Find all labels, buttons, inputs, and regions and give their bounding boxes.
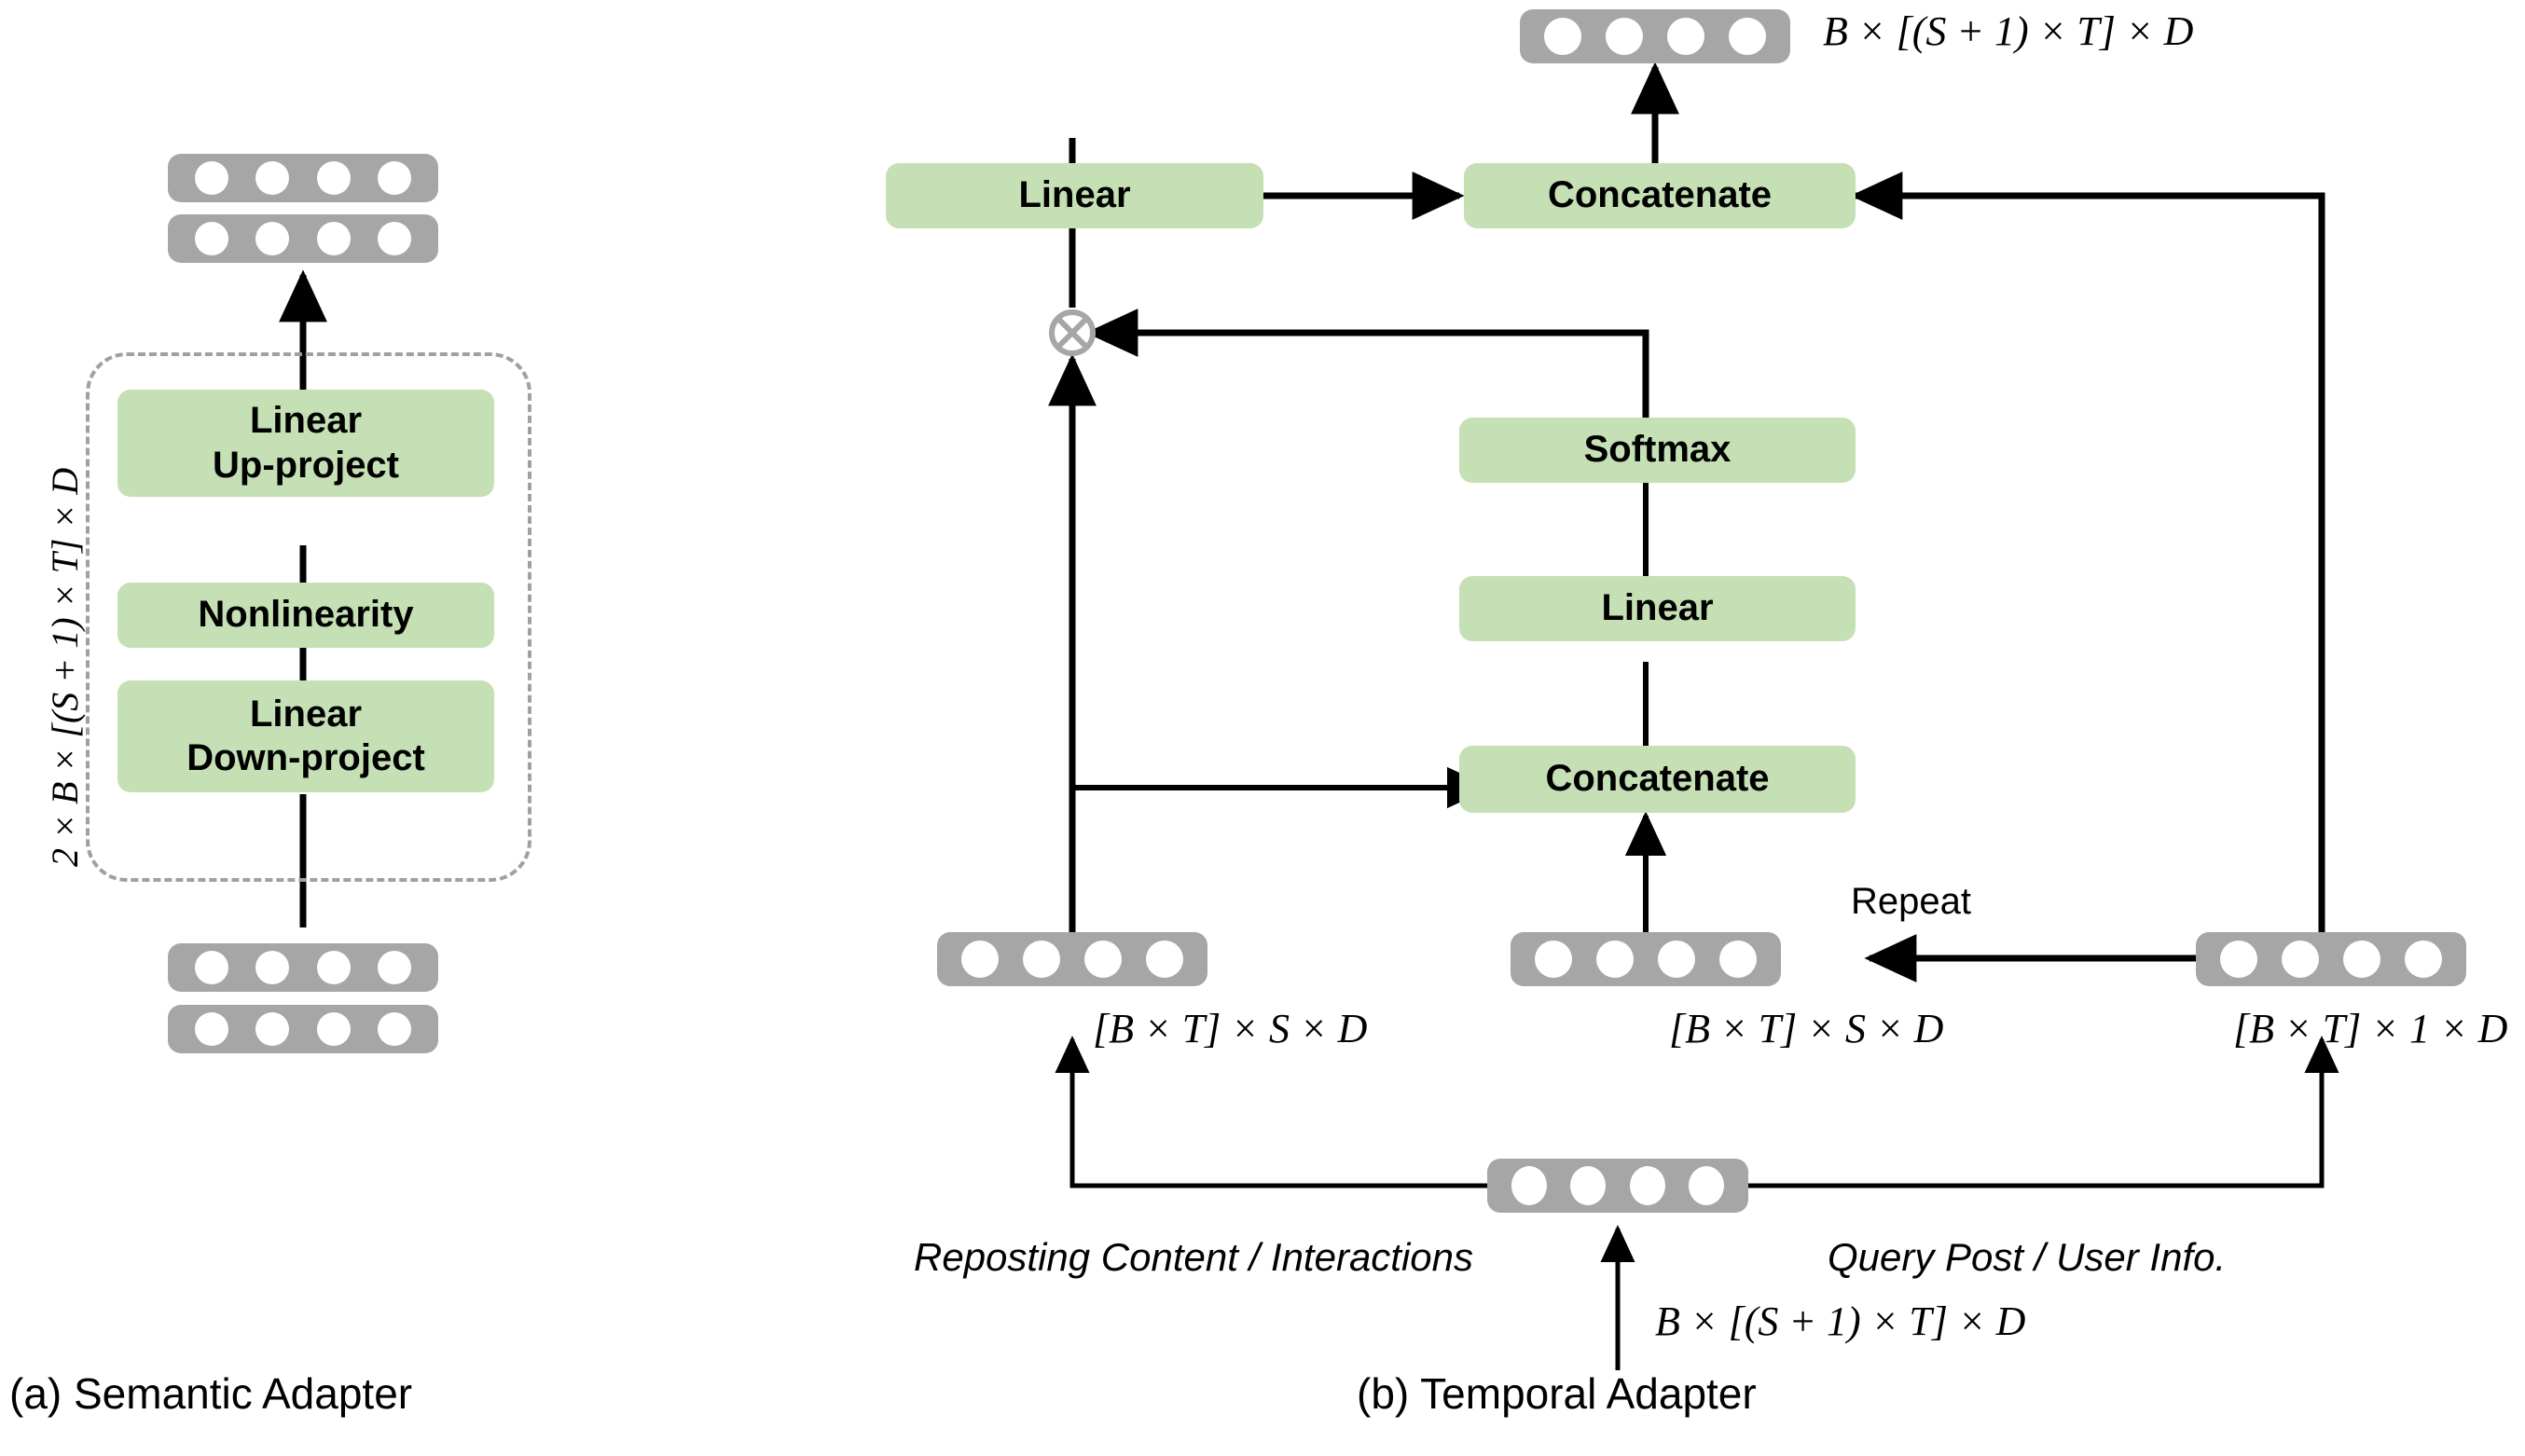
block-linear-down-project[interactable]: Linear Down-project xyxy=(117,680,494,792)
block-linear-left[interactable]: Linear xyxy=(886,163,1263,228)
block-nonlinearity[interactable]: Nonlinearity xyxy=(117,583,494,648)
token-dot xyxy=(1146,941,1183,978)
token-dot xyxy=(1729,18,1766,55)
token-dot xyxy=(255,222,290,255)
token-dot xyxy=(2405,941,2442,978)
token-dot xyxy=(1658,941,1695,978)
mid-branch-token-bar xyxy=(1511,932,1781,986)
token-dot xyxy=(2220,941,2257,978)
token-dot xyxy=(1084,941,1122,978)
token-dot xyxy=(1667,18,1704,55)
block-concatenate-top[interactable]: Concatenate xyxy=(1464,163,1856,228)
output-shape-label: B × [(S + 1) × T] × D xyxy=(1823,8,2194,54)
caption-panel-a: (a) Semantic Adapter xyxy=(9,1369,413,1418)
token-dot xyxy=(961,941,999,978)
token-dot xyxy=(2282,941,2319,978)
query-post-stream-label: Query Post / User Info. xyxy=(1828,1235,2227,1279)
edge-bus-right xyxy=(1748,1035,2339,1188)
temporal-output-token-bar xyxy=(1520,9,1790,63)
block-linear-mid[interactable]: Linear xyxy=(1459,576,1856,641)
mid-branch-shape-label: [B × T] × S × D xyxy=(1669,1006,1944,1051)
token-dot xyxy=(195,161,229,195)
elementwise-multiply-node xyxy=(1049,309,1096,356)
token-dot xyxy=(255,951,290,984)
token-dot xyxy=(1719,941,1757,978)
block-concatenate-mid[interactable]: Concatenate xyxy=(1459,746,1856,813)
token-dot xyxy=(195,1012,229,1046)
semantic-side-shape-label: 2 × B × [(S + 1) × T] × D xyxy=(44,467,86,867)
token-dot xyxy=(316,161,351,195)
token-dot xyxy=(316,1012,351,1046)
token-dot xyxy=(1511,1166,1547,1205)
token-dot xyxy=(1023,941,1060,978)
token-dot xyxy=(1535,941,1572,978)
semantic-adapter-group-outline xyxy=(86,352,531,882)
left-branch-shape-label: [B × T] × S × D xyxy=(1093,1006,1368,1051)
token-bar xyxy=(168,154,438,202)
token-bar xyxy=(168,943,438,992)
caption-panel-b: (b) Temporal Adapter xyxy=(1357,1369,1757,1418)
temporal-input-token-bar xyxy=(1487,1159,1748,1213)
token-dot xyxy=(195,222,229,255)
token-dot xyxy=(377,1012,411,1046)
token-dot xyxy=(377,222,411,255)
token-dot xyxy=(1544,18,1581,55)
token-bar xyxy=(168,1005,438,1053)
token-dot xyxy=(377,161,411,195)
token-dot xyxy=(195,951,229,984)
right-branch-token-bar xyxy=(2196,932,2466,986)
token-dot xyxy=(255,161,290,195)
edge-right-riser-to-concattop xyxy=(1850,172,2325,932)
edge-bus-left xyxy=(1055,1035,1487,1188)
token-dot xyxy=(377,951,411,984)
edge-softmax-to-multiply xyxy=(1085,309,1649,418)
token-bar xyxy=(168,214,438,263)
right-branch-shape-label: [B × T] × 1 × D xyxy=(2233,1006,2508,1051)
input-shape-label: B × [(S + 1) × T] × D xyxy=(1655,1298,2026,1344)
token-dot xyxy=(316,951,351,984)
block-linear-up-project[interactable]: Linear Up-project xyxy=(117,390,494,497)
token-dot xyxy=(2343,941,2380,978)
token-dot xyxy=(255,1012,290,1046)
token-dot xyxy=(1689,1166,1725,1205)
token-dot xyxy=(1596,941,1634,978)
token-dot xyxy=(1606,18,1643,55)
token-dot xyxy=(1570,1166,1607,1205)
token-dot xyxy=(316,222,351,255)
left-branch-token-bar xyxy=(937,932,1207,986)
block-softmax[interactable]: Softmax xyxy=(1459,418,1856,483)
reposting-stream-label: Reposting Content / Interactions xyxy=(914,1235,1474,1279)
repeat-label: Repeat xyxy=(1851,881,1971,922)
token-dot xyxy=(1629,1166,1665,1205)
